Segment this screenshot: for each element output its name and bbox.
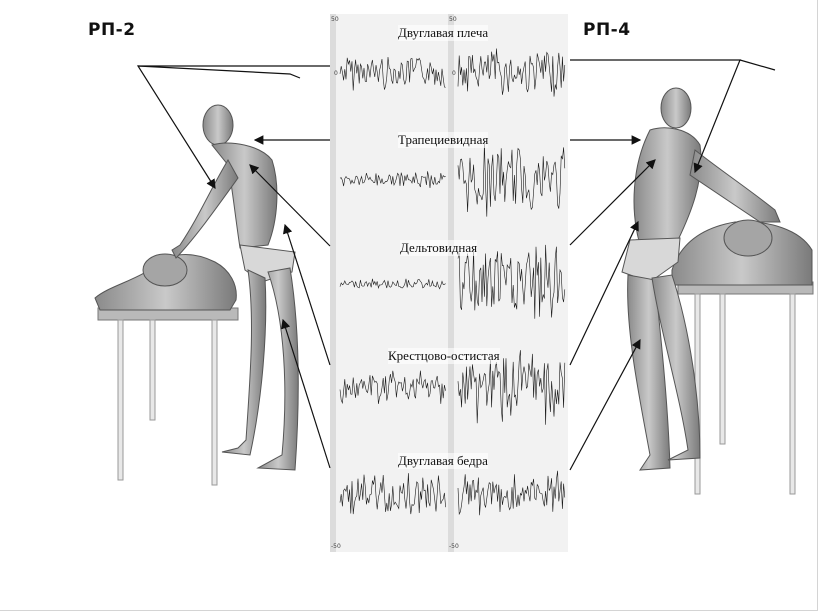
muscle-title-biceps-brachii: Двуглавая плеча xyxy=(398,25,489,41)
emg-trace-right-4 xyxy=(457,470,566,516)
emg-trace-left-3 xyxy=(339,370,446,405)
muscle-title-deltoid: Дельтовидная xyxy=(400,240,478,256)
emg-trace-left-0 xyxy=(339,56,446,91)
tick-bottom-left: -50 xyxy=(331,543,341,550)
emg-trace-right-3 xyxy=(457,350,566,425)
right-masseur-figure xyxy=(621,87,781,471)
scale-strip-right xyxy=(448,14,458,552)
right-massage-table xyxy=(677,281,814,495)
emg-trace-right-1 xyxy=(457,142,566,217)
arrow-biceps-left-branch xyxy=(137,65,301,79)
muscle-title-biceps-femoris: Двуглавая бедра xyxy=(398,453,488,469)
emg-traces xyxy=(339,48,566,516)
arrow-hamstring-left xyxy=(280,318,331,469)
left-arrows xyxy=(136,65,331,469)
muscle-title-erector-spinae: Крестцово-остистая xyxy=(388,348,500,364)
tick-zero-right: 0 xyxy=(452,70,456,77)
muscle-title-trapezius: Трапециевидная xyxy=(398,132,489,148)
arrow-deltoid-left xyxy=(249,164,331,247)
pose-label-rp4: РП-4 xyxy=(583,20,631,40)
emg-trace-left-1 xyxy=(339,171,446,189)
arrow-erector-right xyxy=(569,220,639,366)
emg-trace-right-2 xyxy=(457,244,566,319)
left-massage-table xyxy=(97,307,239,486)
pose-label-rp2: РП-2 xyxy=(88,20,136,40)
arrow-biceps-right-branch xyxy=(739,59,776,71)
tick-top-right: 50 xyxy=(449,16,457,23)
tick-bottom-right: -50 xyxy=(449,543,459,550)
left-patient-figure xyxy=(94,253,237,311)
tick-top-left: 50 xyxy=(331,16,339,23)
arrow-hamstring-right xyxy=(569,338,641,471)
left-masseur-figure xyxy=(171,104,299,471)
scale-strip-left xyxy=(330,14,340,552)
emg-trace-right-0 xyxy=(457,48,566,97)
right-arrows xyxy=(569,59,776,471)
arrow-erector-left xyxy=(283,223,331,366)
emg-trace-left-4 xyxy=(339,473,446,515)
emg-trace-left-2 xyxy=(339,278,446,290)
tick-zero-left: 0 xyxy=(334,70,338,77)
right-patient-figure xyxy=(671,219,813,286)
arrow-deltoid-right xyxy=(569,159,656,246)
